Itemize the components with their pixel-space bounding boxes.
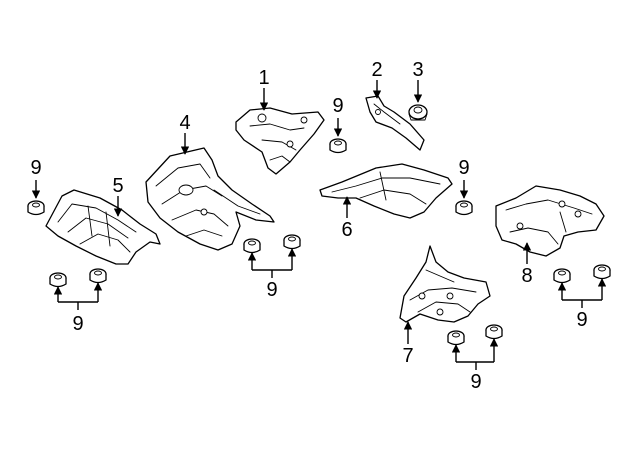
callout-2: 2 [371,59,382,81]
heat-shield-part-4 [145,147,275,251]
callout-9-left: 9 [30,157,41,179]
heat-shield-part-1 [235,107,325,175]
leader-lines [31,80,607,370]
callout-3: 3 [412,59,423,81]
callout-4: 4 [179,112,190,134]
callout-7: 7 [402,345,413,367]
bracket-part-2 [365,95,425,151]
callout-1: 1 [258,67,269,89]
callout-9-center-pair: 9 [266,279,277,301]
callout-9-right: 9 [458,157,469,179]
callout-6: 6 [341,219,352,241]
heat-shield-part-8 [495,185,605,257]
fastener-nut-9 [27,138,611,346]
callout-9-top: 9 [332,95,343,117]
nut-part-3 [408,104,428,121]
heat-shield-part-6 [319,163,453,219]
heat-shield-part-7 [399,245,491,323]
callout-9-bottom-pair: 9 [470,371,481,393]
callout-9-left-pair: 9 [72,313,83,335]
callout-8: 8 [521,265,532,287]
callout-9-right-pair: 9 [576,309,587,331]
heat-shield-part-5 [45,189,161,265]
callout-5: 5 [112,175,123,197]
